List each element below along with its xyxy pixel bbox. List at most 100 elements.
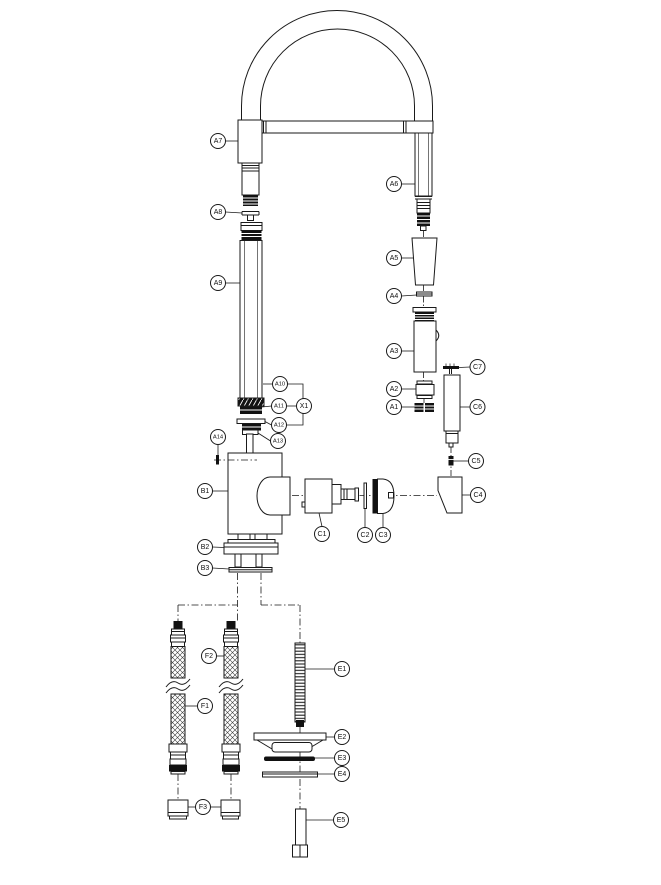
callout-E2: E2: [326, 729, 350, 745]
callout-circle: [375, 527, 391, 543]
callout-circle: [201, 648, 217, 664]
callout-label: F3: [199, 804, 207, 811]
part-c7-clip-screw: [443, 363, 459, 374]
callout-circle: [210, 275, 226, 291]
callout-circle: [386, 399, 402, 415]
part-f1-supply-hose: [165, 621, 191, 800]
callout-A1: A1: [386, 399, 415, 415]
callout-label: A2: [390, 386, 399, 393]
part-a1-aerator-insert: [414, 403, 434, 412]
callout-label: F2: [205, 653, 213, 660]
callout-leader: [287, 383, 304, 399]
callout-circle: [314, 526, 330, 542]
callout-A5: A5: [386, 250, 414, 266]
part-e4-metal-washer: [262, 771, 318, 778]
callout-circle: [386, 381, 402, 397]
callout-label: A8: [214, 209, 223, 216]
part-f2-supply-hose: [218, 621, 244, 800]
part-b2-mounting-flange: [223, 539, 279, 568]
callout-leader: [286, 413, 304, 426]
callout-label: F1: [201, 703, 209, 710]
spray-mode-button: [435, 329, 440, 342]
callout-circle: [334, 729, 350, 745]
callout-label: A13: [273, 439, 283, 445]
callout-label: C1: [318, 531, 327, 538]
callout-label: E2: [338, 734, 347, 741]
callout-circle: [468, 453, 484, 469]
part-a8-washer: [241, 211, 260, 221]
callout-E4: E4: [317, 766, 350, 782]
callout-label: E1: [338, 666, 347, 673]
callout-label: C5: [472, 458, 481, 465]
part-a11-oring: [240, 406, 262, 414]
callout-circle: [197, 698, 213, 714]
callout-circle: [334, 766, 350, 782]
callout-leader: [318, 512, 323, 527]
callout-label: C2: [361, 532, 370, 539]
callout-A11: A11: [261, 398, 297, 414]
part-e1-threaded-shank: [294, 642, 306, 727]
callout-F3: F3: [188, 799, 221, 815]
callout-circle: [470, 487, 486, 503]
callout-A9: A9: [210, 275, 240, 291]
callout-circle: [334, 661, 350, 677]
part-c3-handle-cap: [372, 478, 395, 514]
callout-label: A11: [274, 404, 284, 410]
callout-circle: [197, 539, 213, 555]
callout-label: A5: [390, 255, 399, 262]
part-a14-index-mark: [214, 455, 257, 465]
callout-label: A14: [213, 435, 224, 441]
callout-C5: C5: [453, 453, 484, 469]
callout-circle: [195, 799, 211, 815]
callout-E5: E5: [306, 812, 349, 828]
callout-label: A6: [390, 181, 399, 188]
callout-label: A3: [390, 348, 399, 355]
callout-A14: A14: [210, 429, 226, 455]
callout-circle: [357, 527, 373, 543]
callout-A12: A12: [264, 413, 304, 433]
callout-circle: [210, 204, 226, 220]
callout-label: X1: [300, 403, 309, 410]
callout-circle: [272, 376, 288, 392]
callout-leader: [257, 432, 271, 442]
callout-label: C3: [379, 532, 388, 539]
callout-F2: F2: [201, 648, 224, 664]
callout-C4: C4: [462, 487, 486, 503]
callout-circle: [333, 812, 349, 828]
callout-circle: [271, 417, 287, 433]
callout-B1: B1: [197, 483, 228, 499]
callout-circle: [296, 398, 312, 414]
callout-B2: B2: [197, 539, 225, 555]
part-b1-faucet-body: [227, 452, 291, 542]
callout-A8: A8: [210, 204, 243, 220]
part-a7-hose-fitting: [237, 119, 263, 206]
callout-circle: [386, 343, 402, 359]
callout-circle: [197, 483, 213, 499]
part-a3-sprayhead-body: [412, 307, 440, 373]
callout-A6: A6: [386, 176, 415, 192]
callout-label: A1: [390, 404, 399, 411]
part-c1-valve-cartridge: [301, 478, 359, 514]
callout-label: C6: [473, 404, 482, 411]
callout-label: C7: [473, 364, 482, 371]
callout-leader: [264, 421, 272, 426]
callout-B3: B3: [197, 560, 230, 576]
callout-label: B2: [201, 544, 210, 551]
part-e5-mounting-bolt: [292, 808, 308, 858]
callout-C1: C1: [314, 512, 330, 542]
callout-leader: [225, 211, 243, 214]
callout-A13: A13: [257, 432, 286, 449]
callout-circle: [210, 133, 226, 149]
callout-label: B1: [201, 488, 210, 495]
callout-circle: [271, 398, 287, 414]
part-c6-hose-weight: [443, 374, 461, 448]
callout-leader: [261, 405, 272, 408]
part-e3-rubber-gasket: [264, 756, 315, 761]
callout-label: C4: [474, 492, 483, 499]
callout-X1: X1: [296, 398, 312, 414]
callout-circle: [386, 288, 402, 304]
part-f3-hose-nuts: [167, 799, 241, 820]
callout-A2: A2: [386, 381, 416, 397]
callout-label: A4: [390, 293, 399, 300]
